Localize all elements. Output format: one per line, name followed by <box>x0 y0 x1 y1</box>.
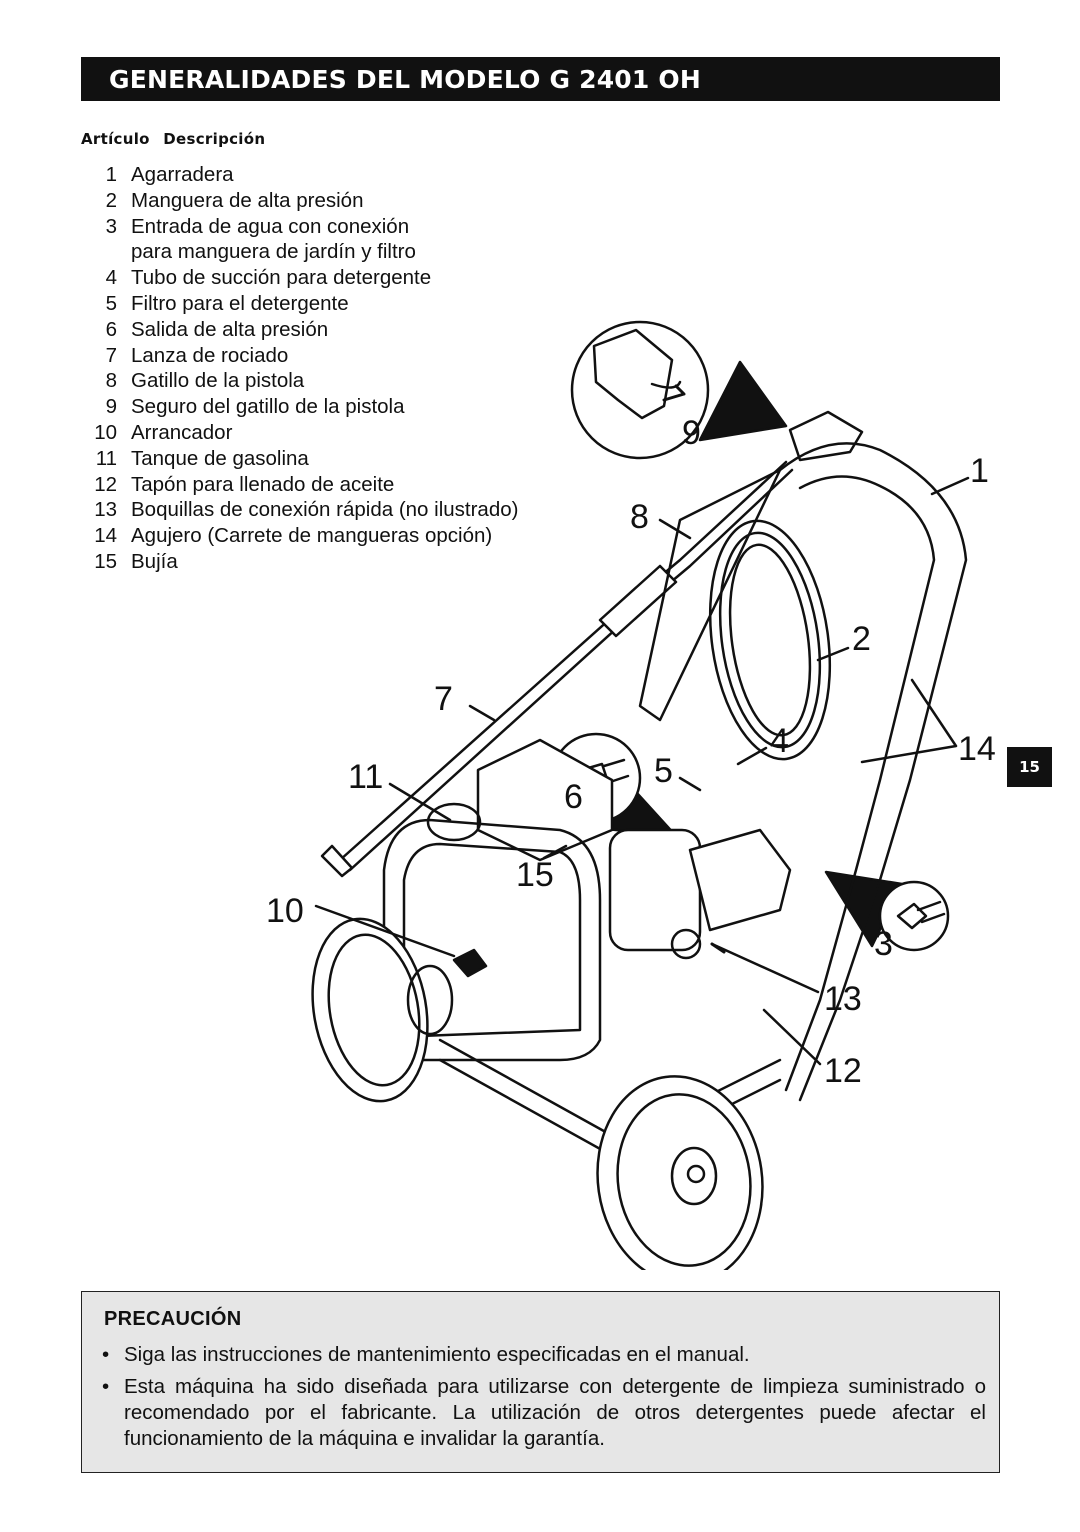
detail-circle-inlet <box>878 880 950 952</box>
callout-5: 5 <box>654 752 673 790</box>
wheel-left <box>311 917 454 1103</box>
list-item: 8 Gatillo de la pistola <box>81 368 601 394</box>
part-number: 10 <box>94 420 117 444</box>
callout-9: 9 <box>682 414 701 452</box>
part-description: Agarradera <box>131 163 234 186</box>
list-item: 6 Salida de alta presión <box>81 317 601 343</box>
part-number: 15 <box>94 549 117 573</box>
part-description: Lanza de rociado <box>131 343 289 367</box>
section-title: GENERALIDADES DEL MODELO G 2401 OH <box>109 65 701 94</box>
parts-table-header: Artículo Descripción <box>81 130 273 148</box>
column-header-description: Descripción <box>163 130 266 148</box>
part-description: Bujía <box>131 549 178 573</box>
part-number: 9 <box>105 395 117 419</box>
callout-7: 7 <box>434 680 453 718</box>
list-item: 2 Manguera de alta presión <box>81 188 601 214</box>
caution-item: • Esta máquina ha sido diseñada para util… <box>102 1374 986 1452</box>
pressure-washer-diagram: 1 2 3 4 5 6 7 8 9 10 11 12 13 14 15 <box>266 320 996 1270</box>
caution-text: Esta máquina ha sido diseñada para utili… <box>124 1375 986 1450</box>
caution-title: PRECAUCIÓN <box>104 1308 242 1330</box>
list-item: 13 Boquillas de conexión rápida (no ilust… <box>81 497 601 523</box>
list-item: 15 Bujía <box>81 549 601 575</box>
part-number: 6 <box>105 317 117 341</box>
list-item: 3 Entrada de agua con conexión <box>81 214 601 240</box>
callout-10: 10 <box>266 892 304 930</box>
list-item: 10 Arrancador <box>81 420 601 446</box>
callout-2: 2 <box>852 620 871 658</box>
caution-box: PRECAUCIÓN • Siga las instrucciones de ma… <box>81 1291 1000 1473</box>
pump <box>688 828 792 932</box>
part-number: 11 <box>95 446 117 470</box>
bullet-icon: • <box>102 1343 110 1366</box>
part-number: 4 <box>105 266 117 290</box>
part-number: 5 <box>105 291 117 315</box>
callout-8: 8 <box>630 498 649 536</box>
callout-15: 15 <box>516 856 554 894</box>
page-number-tab: 15 <box>1007 747 1052 787</box>
part-description: Entrada de agua con conexión <box>131 214 410 238</box>
callout-3: 3 <box>874 925 893 963</box>
callout-4: 4 <box>770 722 789 760</box>
list-item: 7 Lanza de rociado <box>81 343 601 369</box>
column-header-item: Artículo <box>81 130 150 148</box>
part-description: Gatillo de la pistola <box>131 369 305 393</box>
pointer-wedge-9 <box>698 360 788 442</box>
list-item: 12 Tapón para llenado de aceite <box>81 472 601 498</box>
part-description: Seguro del gatillo de la pistola <box>131 395 405 419</box>
list-item: 14 Agujero (Carrete de mangueras opción) <box>81 523 601 549</box>
callout-11: 11 <box>348 758 383 796</box>
section-title-bar: GENERALIDADES DEL MODELO G 2401 OH <box>81 57 1000 101</box>
list-item: 5 Filtro para el detergente <box>81 291 601 317</box>
callout-1: 1 <box>970 452 989 490</box>
part-number: 7 <box>105 343 117 367</box>
part-description: Salida de alta presión <box>131 317 329 341</box>
callout-12: 12 <box>824 1052 862 1090</box>
part-description: Tubo de succión para detergente <box>131 266 432 290</box>
list-item: 1 Agarradera <box>81 162 601 188</box>
callout-14: 14 <box>958 730 996 768</box>
part-number: 12 <box>94 472 117 496</box>
list-item: 4 Tubo de succión para detergente <box>81 265 601 291</box>
part-description: Tapón para llenado de aceite <box>131 472 395 496</box>
part-description: Filtro para el detergente <box>131 291 349 315</box>
detail-circle-trigger-lock <box>570 320 710 460</box>
list-item: 9 Seguro del gatillo de la pistola <box>81 394 601 420</box>
callout-13: 13 <box>824 980 862 1018</box>
callout-6: 6 <box>564 778 583 816</box>
wheel-right <box>596 1075 764 1270</box>
part-description: Manguera de alta presión <box>131 188 364 212</box>
caution-text: Siga las instrucciones de mantenimiento … <box>124 1343 750 1366</box>
part-number: 3 <box>105 214 117 238</box>
part-number: 1 <box>105 163 117 186</box>
part-description: Agujero (Carrete de mangueras opción) <box>131 524 493 548</box>
part-description: Arrancador <box>131 420 233 444</box>
list-item: para manguera de jardín y filtro <box>81 239 601 265</box>
caution-list: • Siga las instrucciones de mantenimiento… <box>102 1342 986 1458</box>
part-number: 8 <box>105 369 117 393</box>
part-number: 13 <box>94 498 117 522</box>
part-description: Boquillas de conexión rápida (no ilustra… <box>131 498 519 522</box>
list-item: 11 Tanque de gasolina <box>81 446 601 472</box>
bullet-icon: • <box>102 1375 110 1398</box>
frame-handle <box>788 410 864 462</box>
diagram-callouts: 1 2 3 4 5 6 7 8 9 10 11 12 13 14 15 <box>266 414 996 1090</box>
caution-item: • Siga las instrucciones de mantenimiento… <box>102 1342 986 1368</box>
part-number: 14 <box>94 524 117 548</box>
part-description: para manguera de jardín y filtro <box>131 240 416 264</box>
part-description: Tanque de gasolina <box>131 446 309 470</box>
part-number: 2 <box>105 188 117 212</box>
